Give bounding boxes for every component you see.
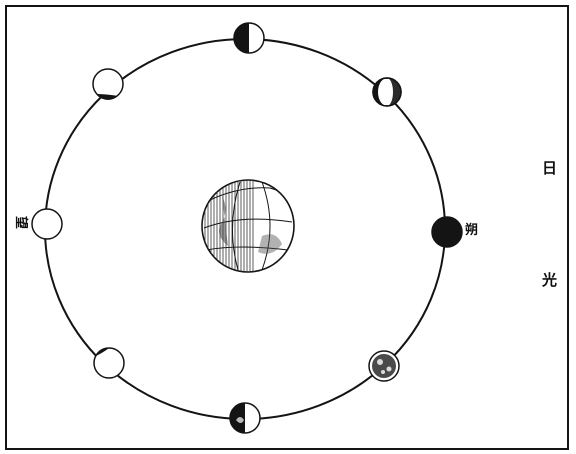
moon-first-quarter — [234, 23, 264, 53]
earth — [200, 178, 298, 278]
moon-full — [32, 209, 62, 239]
sunlight-label-light: 光 — [542, 273, 557, 288]
moon-last-quarter — [230, 403, 260, 433]
moon-waning-crescent — [369, 351, 399, 381]
moon-new — [432, 217, 462, 247]
full-moon-label: 望 — [14, 216, 27, 229]
sunlight-label-sun: 日 — [542, 161, 557, 176]
moon-waxing-gibbous — [93, 69, 123, 100]
moon-waxing-crescent — [373, 78, 401, 106]
moon-waning-gibbous — [94, 348, 124, 378]
new-moon-label: 朔 — [465, 224, 478, 237]
